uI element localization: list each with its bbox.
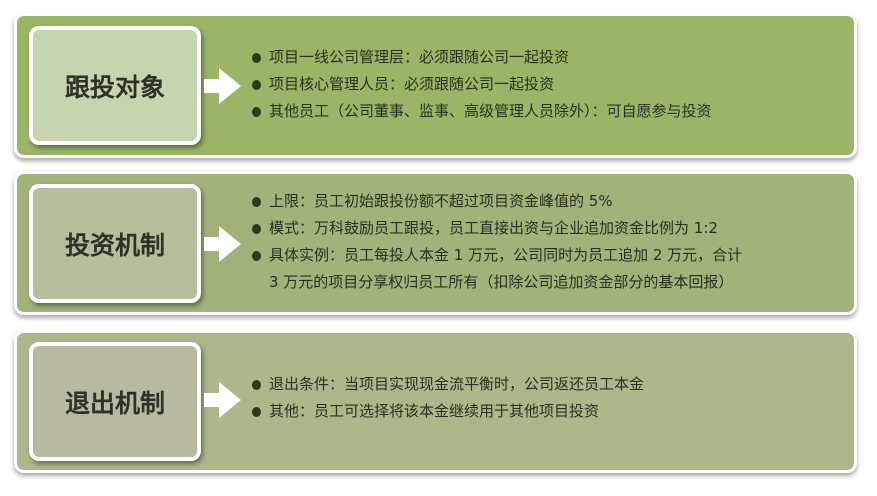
item-text: 退出条件：当项目实现现金流平衡时，公司返还员工本金: [269, 375, 645, 393]
list-item: 其他员工（公司董事、监事、高级管理人员除外）：可自愿参与投资: [252, 98, 712, 125]
section-investment-mechanism: 投资机制 上限：员工初始跟投份额不超过项目资金峰值的 5% 模式：万科鼓励员工跟…: [14, 171, 857, 315]
bullet-icon: [252, 407, 261, 417]
bullet-icon: [252, 251, 261, 261]
section-exit-mechanism: 退出机制 退出条件：当项目实现现金流平衡时，公司返还员工本金 其他：员工可选择将…: [14, 330, 857, 473]
list-item: 其他：员工可选择将该本金继续用于其他项目投资: [252, 398, 644, 425]
list-item: 模式：万科鼓励员工跟投，员工直接出资与企业追加资金比例为 1:2: [252, 215, 742, 242]
bullet-list: 项目一线公司管理层：必须跟随公司一起投资 项目核心管理人员：必须跟随公司一起投资…: [252, 44, 712, 125]
bullet-icon: [252, 80, 261, 90]
item-text: 其他员工（公司董事、监事、高级管理人员除外）：可自愿参与投资: [269, 102, 712, 120]
section-title-box: 投资机制: [29, 184, 201, 303]
bullet-list: 退出条件：当项目实现现金流平衡时，公司返还员工本金 其他：员工可选择将该本金继续…: [252, 371, 644, 425]
list-item: 项目核心管理人员：必须跟随公司一起投资: [252, 71, 712, 98]
section-title-box: 跟投对象: [29, 26, 201, 145]
list-item: 上限：员工初始跟投份额不超过项目资金峰值的 5%: [252, 188, 742, 215]
item-text: 模式：万科鼓励员工跟投，员工直接出资与企业追加资金比例为 1:2: [269, 219, 718, 237]
item-text: 其他：员工可选择将该本金继续用于其他项目投资: [269, 402, 600, 420]
bullet-icon: [252, 224, 261, 234]
bullet-icon: [252, 197, 261, 207]
section-title: 跟投对象: [64, 72, 165, 102]
item-text: 项目核心管理人员：必须跟随公司一起投资: [269, 75, 555, 93]
bullet-list: 上限：员工初始跟投份额不超过项目资金峰值的 5% 模式：万科鼓励员工跟投，员工直…: [252, 188, 742, 296]
item-text: 具体实例：员工每投人本金 1 万元，公司同时为员工追加 2 万元，合计: [269, 246, 743, 264]
section-title-box: 退出机制: [29, 342, 201, 461]
bullet-icon: [252, 107, 261, 117]
list-item: 项目一线公司管理层：必须跟随公司一起投资: [252, 44, 712, 71]
section-follow-investment-target: 跟投对象 项目一线公司管理层：必须跟随公司一起投资 项目核心管理人员：必须跟随公…: [14, 13, 857, 158]
item-continuation: 3 万元的项目分享权归员工所有（扣除公司追加资金部分的基本回报）: [269, 273, 734, 291]
list-item: 退出条件：当项目实现现金流平衡时，公司返还员工本金: [252, 371, 644, 398]
section-title: 退出机制: [64, 388, 165, 418]
bullet-icon: [252, 53, 261, 63]
item-text: 项目一线公司管理层：必须跟随公司一起投资: [269, 48, 570, 66]
bullet-icon: [252, 380, 261, 390]
item-text: 上限：员工初始跟投份额不超过项目资金峰值的 5%: [269, 192, 613, 210]
list-item: 具体实例：员工每投人本金 1 万元，公司同时为员工追加 2 万元，合计: [252, 242, 742, 269]
section-title: 投资机制: [64, 230, 165, 260]
